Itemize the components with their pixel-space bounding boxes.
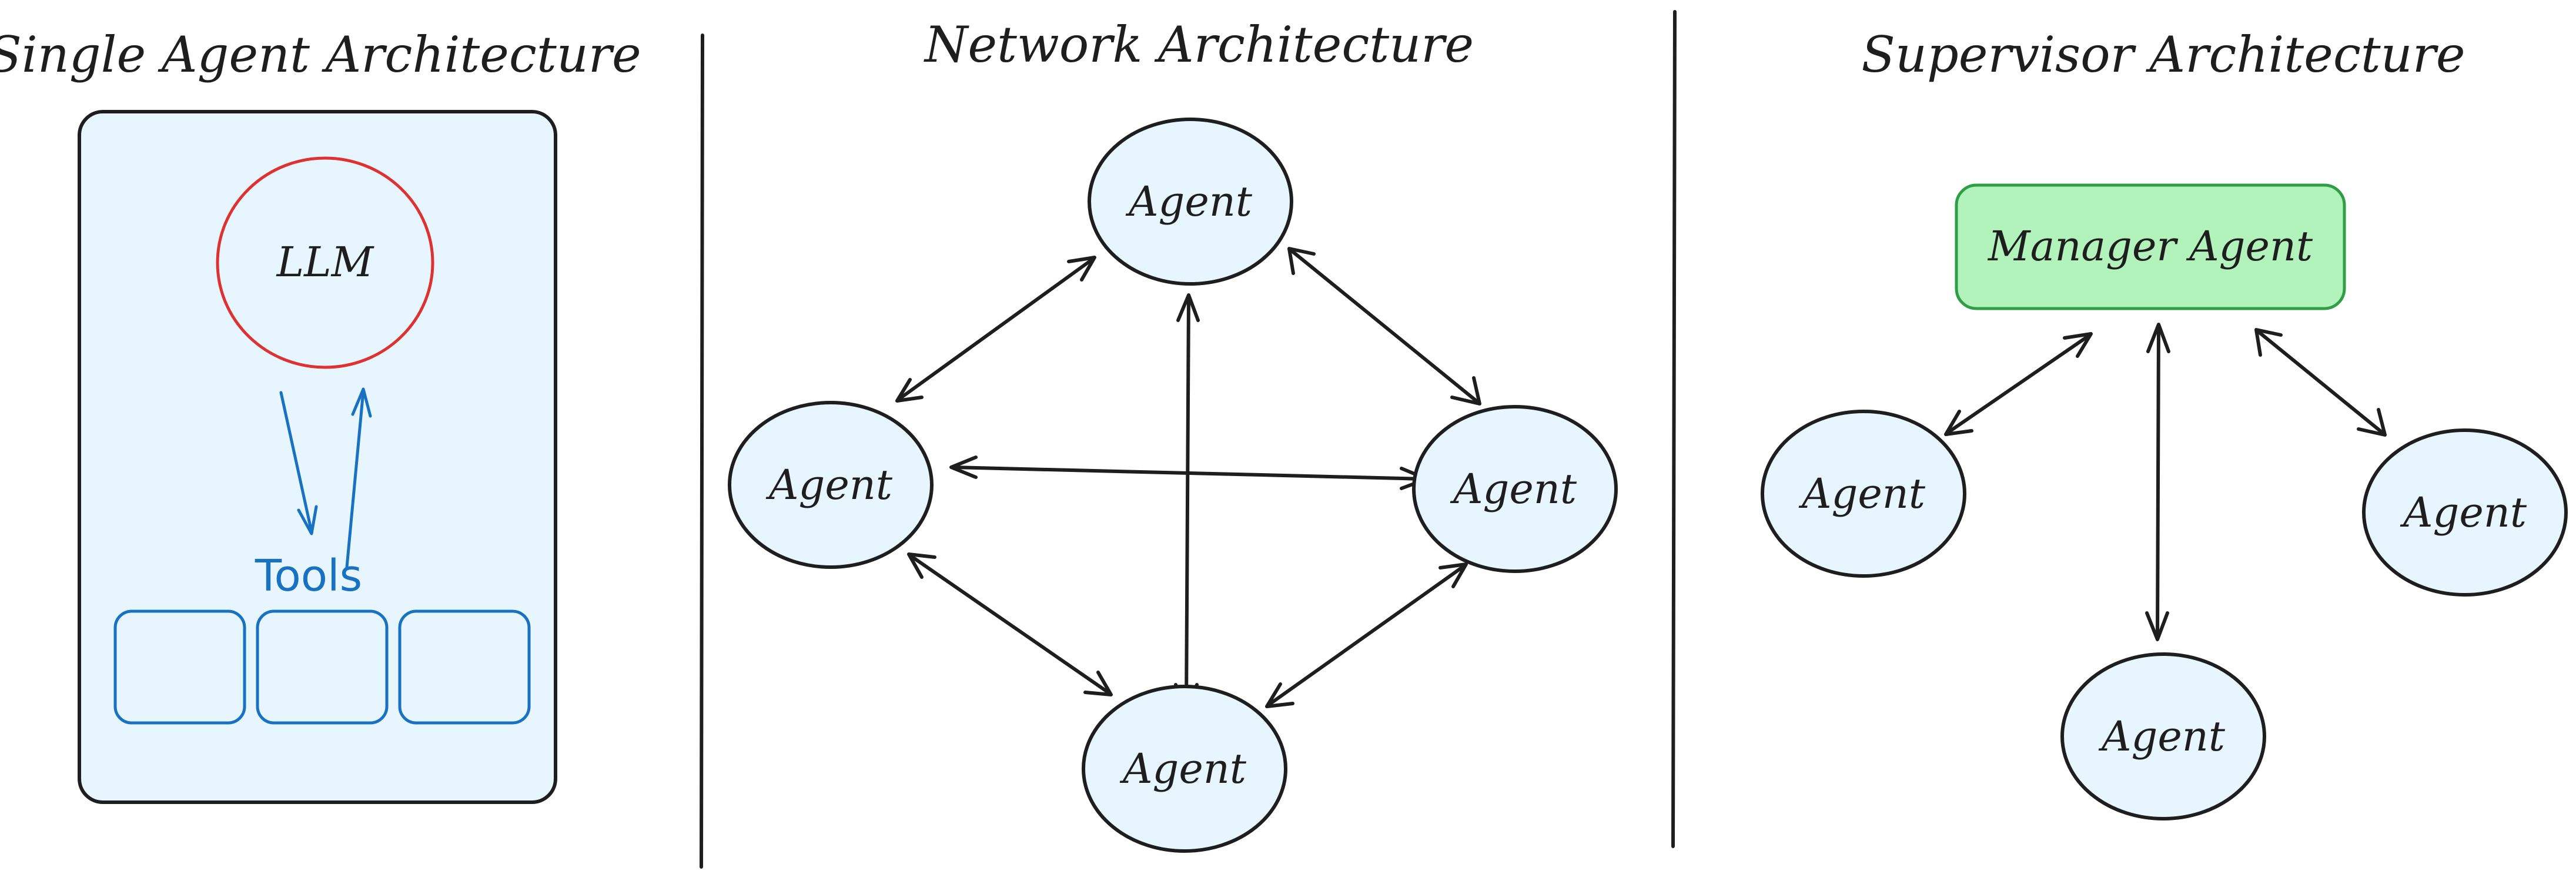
supervisor-agent-right-label: Agent — [2400, 488, 2527, 537]
supervisor-edge-bottom — [2156, 324, 2160, 639]
supervisor-agent-right — [2362, 428, 2568, 597]
manager-agent-node — [1955, 183, 2346, 310]
network-agent-left — [728, 401, 934, 569]
network-agent-top — [1088, 118, 1293, 286]
network-edge-left-bottom-head-b — [1083, 671, 1113, 696]
network-edge-top-right-head-a — [1287, 247, 1316, 275]
network-edge-right-bottom-head-a — [1438, 562, 1468, 588]
network-edge-top-left — [896, 257, 1095, 401]
network-agent-right-label: Agent — [1450, 465, 1577, 513]
network-panel: Network Architecture Agent Agent Agent A… — [728, 16, 1618, 853]
supervisor-edge-bottom-head-a — [2146, 323, 2170, 353]
tools-to-llm-arrow — [345, 389, 365, 569]
supervisor-panel: Supervisor Architecture Manager Agent Ag… — [1761, 26, 2568, 820]
tools-label: Tools — [255, 551, 362, 601]
network-edge-left-right — [951, 465, 1427, 481]
supervisor-edge-left-head-a — [2063, 332, 2093, 358]
supervisor-edge-left-head-b — [1944, 410, 1973, 436]
network-edge-top-bottom — [1185, 295, 1190, 710]
network-edge-top-right-head-b — [1450, 376, 1481, 406]
supervisor-agent-left — [1761, 410, 1966, 578]
supervisor-agent-bottom-label: Agent — [2098, 712, 2226, 761]
supervisor-edge-right-head-b — [2357, 408, 2387, 437]
network-edge-right-bottom-head-b — [1265, 682, 1294, 708]
supervisor-edge-bottom-head-b — [2145, 611, 2169, 641]
network-edge-right-bottom — [1266, 564, 1467, 707]
network-agent-left-label: Agent — [765, 461, 893, 509]
network-edge-left-right-head-a — [949, 455, 978, 479]
tool-slot-3 — [398, 609, 531, 725]
llm-node — [216, 156, 434, 369]
panel-divider-left — [700, 34, 704, 869]
network-agent-top-label: Agent — [1125, 177, 1253, 226]
network-edge-top-left-head-b — [895, 378, 924, 403]
supervisor-edge-right-head-a — [2254, 328, 2283, 357]
network-edge-top-bottom-head-a — [1176, 293, 1200, 322]
llm-label: LLM — [276, 238, 375, 286]
llm-to-tools-arrow — [279, 391, 313, 534]
supervisor-title: Supervisor Architecture — [1861, 26, 2465, 83]
network-agent-bottom-label: Agent — [1119, 745, 1247, 793]
tools-to-llm-arrowhead — [351, 387, 372, 418]
single-agent-title: Single Agent Architecture — [0, 26, 641, 83]
network-edge-left-bottom — [908, 554, 1112, 695]
network-edge-top-left-head-a — [1067, 256, 1096, 282]
llm-to-tools-arrowhead — [297, 505, 318, 535]
single-agent-panel: Single Agent Architecture LLM Tools — [0, 26, 641, 804]
network-title: Network Architecture — [924, 16, 1474, 73]
supervisor-agent-left-label: Agent — [1798, 470, 1926, 518]
supervisor-edge-right — [2256, 329, 2386, 436]
single-agent-container — [78, 110, 557, 804]
network-edge-top-right — [1289, 248, 1480, 404]
panel-divider-right — [1671, 10, 1677, 848]
network-agent-bottom — [1082, 685, 1287, 853]
tool-slot-1 — [113, 609, 246, 725]
tool-slot-2 — [256, 609, 389, 725]
manager-agent-label: Manager Agent — [1987, 222, 2313, 270]
supervisor-agent-bottom — [2060, 652, 2266, 820]
supervisor-edge-left — [1945, 333, 2092, 435]
network-agent-right — [1412, 405, 1618, 573]
network-edge-left-bottom-head-a — [907, 552, 936, 579]
